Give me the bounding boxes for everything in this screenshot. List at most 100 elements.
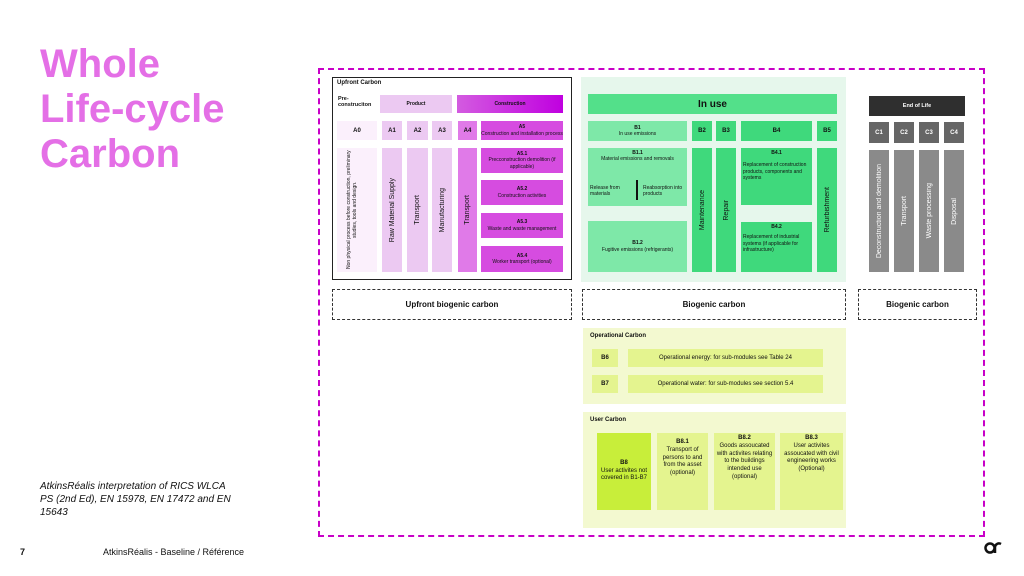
b12-code: B1.2 (632, 240, 643, 247)
b3-code: B3 (716, 121, 736, 141)
c3-code: C3 (919, 122, 939, 143)
b5-desc: Refurbishment (823, 187, 831, 233)
b81-desc: Transport of persons to and from the ass… (662, 446, 703, 477)
operational-title: Operational Carbon (590, 333, 647, 339)
a2-column: Transport (407, 148, 428, 272)
in-use-header: In use (588, 94, 837, 114)
b3-column: Repair (716, 148, 736, 272)
diagram-frame (318, 68, 985, 537)
b42-code: B4.2 (771, 224, 782, 230)
b82-desc: Goods assoucated with activites relating… (716, 442, 773, 480)
footer-text: AtkinsRéalis - Baseline / Référence (103, 547, 245, 557)
reabsorption-label: Reabsorption into products (643, 185, 683, 198)
construction-header: Construction (457, 95, 563, 113)
b3-desc: Repair (722, 199, 730, 221)
a3-code: A3 (432, 121, 452, 140)
b5-column: Refurbishment (817, 148, 837, 272)
page-number: 7 (20, 547, 26, 557)
c2-desc: Transport (900, 196, 908, 226)
b7-code: B7 (592, 375, 618, 393)
a54-desc: Worker transport (optional) (492, 259, 552, 265)
title-line: Carbon (40, 132, 180, 176)
upfront-title: Upfront Carbon (337, 80, 382, 86)
c2-column: Transport (894, 150, 914, 272)
a53-code: A5.3 (516, 219, 528, 226)
a1-code: A1 (382, 121, 402, 140)
title-line: Life-cycle (40, 87, 225, 131)
c1-desc: Deconstruction and demolition (875, 163, 883, 259)
release-label: Release from materials (590, 185, 620, 198)
a1-column: Raw Material Supply (382, 148, 402, 272)
b2-desc: Maintenance (698, 189, 706, 231)
b11-code: B1.1 (632, 150, 643, 156)
a53-desc: Waste and waste management (487, 225, 557, 232)
pre-construction-label: Pre-construciton (338, 96, 372, 108)
c2-code: C2 (894, 122, 914, 143)
a1-desc: Raw Material Supply (388, 177, 396, 243)
a52-desc: Construction activities (497, 192, 547, 199)
b42-desc: Replacement of industrial systems (if ap… (743, 234, 800, 253)
b6-code: B6 (592, 349, 618, 367)
a0-code: A0 (337, 121, 377, 140)
c1-column: Deconstruction and demolition (869, 150, 889, 272)
logo-icon (984, 540, 1004, 554)
c3-column: Waste processing (919, 150, 939, 272)
a3-column: Manufacturing (432, 148, 452, 272)
b81-code: B8.1 (676, 439, 689, 445)
b41-code: B4.1 (771, 150, 782, 156)
b1-code: B1 (634, 124, 641, 131)
a52-code: A5.2 (516, 186, 528, 193)
eol-biogenic-box: Biogenic carbon (858, 289, 977, 320)
b2-column: Maintenance (692, 148, 712, 272)
upfront-biogenic-box: Upfront biogenic carbon (332, 289, 572, 320)
a54-code: A5.4 (516, 252, 528, 259)
a4-code: A4 (458, 121, 477, 140)
a2-code: A2 (407, 121, 428, 140)
a4-desc: Transport (464, 195, 471, 225)
c4-column: Disposal (944, 150, 964, 272)
b11-desc: Material emissions and removals (601, 156, 674, 163)
b8-code: B8 (620, 459, 628, 466)
a51-code: A5.1 (516, 151, 528, 158)
product-header: Product (380, 95, 452, 113)
b4-code: B4 (741, 121, 812, 141)
end-of-life-header: End of Life (869, 96, 965, 116)
c3-desc: Waste processing (925, 183, 933, 239)
slide-title: Whole Life-cycle Carbon (40, 42, 225, 177)
a2-desc: Transport (414, 195, 421, 225)
user-title: User Carbon (590, 417, 627, 423)
a3-desc: Manufacturing (438, 187, 446, 233)
a5-desc: Construction and installation process (481, 130, 563, 137)
b83-code: B8.3 (805, 435, 818, 441)
b12-desc: Fugitive emissions (refrigerants) (601, 246, 674, 253)
a5-code: A5 (518, 124, 526, 131)
a0-column: Non physical process before construction… (337, 148, 377, 272)
b83-desc: User activites assoucated with civil eng… (784, 442, 839, 473)
b6-desc: Operational energy: for sub-modules see … (628, 349, 823, 367)
b1-desc: In use emissions (618, 131, 657, 137)
a51-desc: Precconstruction demolition (if applicab… (488, 157, 556, 170)
b82-code: B8.2 (738, 435, 751, 441)
b7-desc: Operational water: for sub-modules see s… (628, 375, 823, 393)
upfront-carbon-panel (332, 77, 572, 280)
a4-column: Transport (458, 148, 477, 272)
c4-desc: Disposal (950, 197, 958, 225)
inuse-biogenic-box: Biogenic carbon (582, 289, 846, 320)
c4-code: C4 (944, 122, 964, 143)
c1-code: C1 (869, 122, 889, 143)
b2-code: B2 (692, 121, 712, 141)
divider (636, 180, 638, 200)
